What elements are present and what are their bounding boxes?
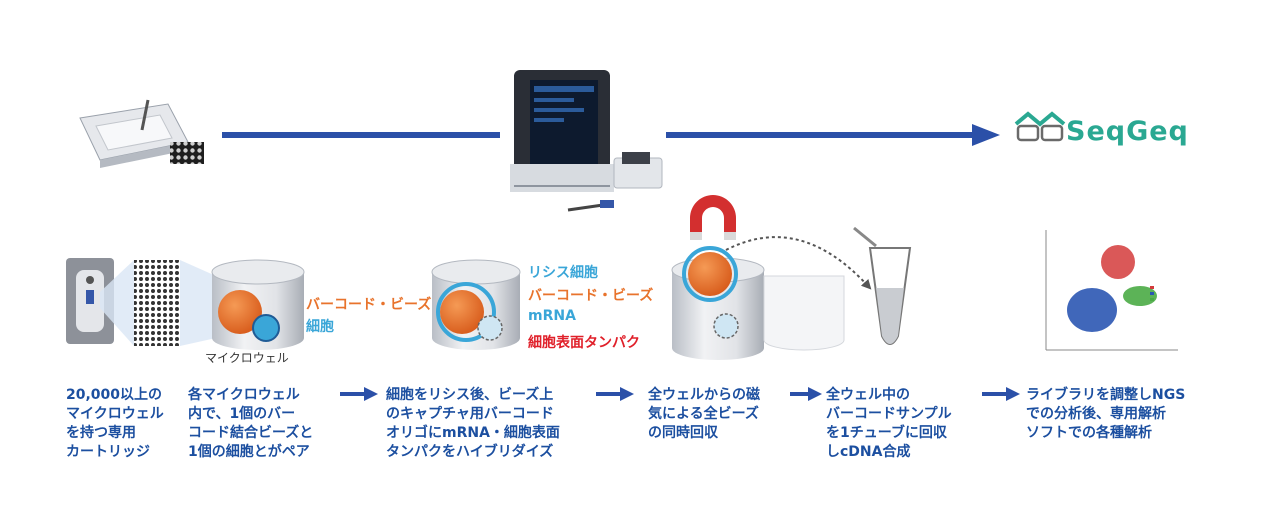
microwell-3 (671, 246, 765, 360)
step-1-text: 20,000以上の マイクロウェル を持つ専用 カートリッジ (66, 387, 164, 460)
cartridge-image (79, 99, 204, 168)
step-6-text: ライブラリを調整しNGS での分析後、専用解析 ソフトでの各種解析 (1026, 387, 1186, 441)
surface-protein-label: 細胞表面タンパク (528, 335, 640, 351)
seqgeq-logo-icon (1014, 111, 1066, 142)
step-4-text: 全ウェルからの磁 気による全ビーズ の同時回収 (648, 387, 760, 441)
step-arrows (340, 387, 1020, 401)
cartridge-detail (66, 258, 216, 346)
instrument-image (510, 70, 663, 212)
lysed-cell-label: リシス細胞 (528, 265, 598, 281)
top-arrow-right-head (972, 124, 1000, 146)
step-2-text: 各マイクロウェル 内で、1個のバー コード結合ビーズと 1個の細胞とがペア (188, 387, 314, 460)
well1-cell-label: 細胞 (306, 319, 334, 335)
well2-barcode-beads-label: バーコード・ビーズ (528, 288, 654, 304)
well1-barcode-beads-label: バーコード・ビーズ (306, 297, 432, 313)
transfer-arrow (725, 236, 872, 290)
step-5-text: 全ウェル中の バーコードサンプル を1チューブに回収 しcDNA合成 (826, 387, 952, 460)
seqgeq-logo-text: SeqGeq (1066, 116, 1189, 147)
microwell-2 (431, 259, 521, 350)
tube-icon (853, 226, 912, 345)
microwell-1 (211, 259, 305, 350)
mrna-label: mRNA (528, 308, 576, 324)
empty-well (763, 275, 845, 351)
microwell-label: マイクロウェル (205, 351, 289, 365)
step-3-text: 細胞をリシス後、ビーズ上 のキャプチャ用バーコード オリゴにmRNA・細胞表面 … (386, 387, 560, 460)
scatter-plot-image (1045, 230, 1178, 351)
magnet-icon (690, 195, 736, 240)
